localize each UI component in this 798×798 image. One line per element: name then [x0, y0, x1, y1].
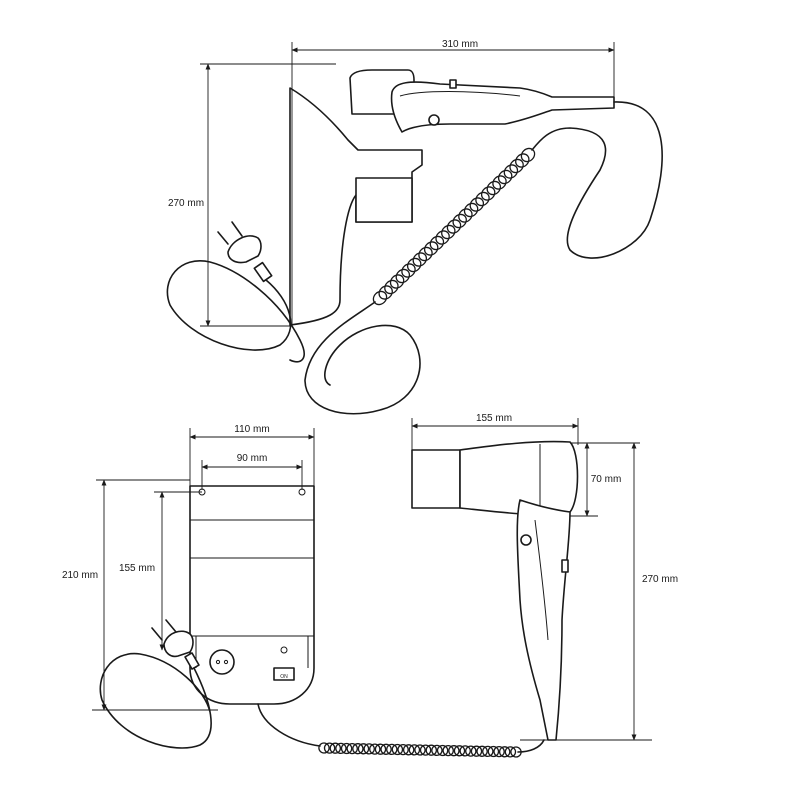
- coil-loop: [515, 153, 530, 168]
- coil-loop: [448, 745, 460, 757]
- coil-loop: [503, 164, 519, 179]
- dim-label-270-right: 270 mm: [642, 574, 678, 585]
- coil-loop: [397, 743, 409, 756]
- dim-label-270-top: 270 mm: [168, 198, 204, 209]
- side-view-assembly: 310 mm 270 mm: [166, 39, 663, 415]
- coiled-cable-bottom: [318, 742, 522, 758]
- coil-loop: [429, 235, 445, 251]
- coil-loop: [482, 745, 494, 758]
- coil-loop: [436, 744, 449, 757]
- coil-loop: [458, 208, 473, 223]
- coil-loop: [435, 230, 450, 245]
- coil-loop: [442, 744, 454, 757]
- dim-label-155-right: 155 mm: [476, 413, 512, 424]
- plug-bottom: [151, 619, 200, 670]
- coil-loop: [497, 169, 513, 185]
- coil-loop: [446, 219, 462, 234]
- coil-loop: [475, 191, 490, 207]
- plug-top: [217, 221, 273, 283]
- coil-loop: [352, 743, 364, 755]
- coil-loop: [329, 742, 342, 754]
- dryer-button: [428, 114, 440, 126]
- coil-loop: [369, 743, 381, 755]
- coil-loop: [408, 744, 421, 756]
- dim-label-210: 210 mm: [62, 570, 98, 581]
- coil-loop: [423, 241, 439, 256]
- coil-loop: [452, 213, 467, 229]
- coil-loop: [418, 246, 433, 262]
- dryer-nozzle-side: [411, 449, 461, 509]
- coil-loop: [459, 745, 471, 757]
- cable-bottom-end: [517, 739, 545, 753]
- dryer-head: [459, 440, 579, 516]
- cable-top-left: [166, 260, 305, 363]
- dryer-side-button: [520, 534, 532, 546]
- coil-loop: [402, 744, 415, 756]
- coil-loop: [463, 202, 479, 218]
- coil-loop: [470, 745, 483, 757]
- indicator-light: [280, 646, 288, 654]
- coil-loop: [419, 744, 432, 756]
- coil-loop: [414, 744, 426, 756]
- coil-loop: [346, 742, 358, 755]
- coil-loop: [476, 745, 488, 757]
- coil-loop: [465, 745, 477, 757]
- coil-loop: [486, 180, 502, 196]
- coil-loop: [406, 257, 422, 273]
- dim-label-310: 310 mm: [442, 39, 478, 50]
- coil-loop: [401, 263, 416, 278]
- dryer-slider: [449, 79, 457, 89]
- coil-loop: [453, 745, 466, 757]
- coil-loop: [363, 743, 375, 755]
- coil-loop: [380, 743, 392, 755]
- coil-loop: [389, 274, 405, 289]
- coil-loop: [493, 745, 505, 758]
- cable-bottom-left: [99, 652, 212, 749]
- coil-loop: [487, 745, 500, 758]
- front-view-base: ON 110 mm 90 mm 210 mm 155 mm: [62, 424, 315, 749]
- coil-loop: [318, 742, 330, 754]
- coil-loop: [498, 746, 511, 758]
- coil-loop: [335, 742, 347, 755]
- bracket-slot: [355, 177, 413, 223]
- base-plate: [189, 485, 315, 705]
- coil-loop: [374, 743, 387, 755]
- coil-loop: [492, 175, 507, 190]
- coil-loop: [480, 186, 496, 201]
- coil-loop: [509, 158, 524, 174]
- dryer-grip-shadow: [399, 91, 521, 97]
- coil-loop: [425, 744, 438, 756]
- coil-loop: [504, 746, 517, 758]
- coil-loop: [323, 742, 336, 754]
- dim-label-110: 110 mm: [234, 424, 269, 435]
- coil-loop: [441, 224, 456, 240]
- coil-loop: [412, 252, 428, 267]
- dryer-side-view: 155 mm 70 mm 270 mm: [411, 413, 678, 741]
- coil-loop: [395, 268, 411, 284]
- dim-label-155-left: 155 mm: [119, 563, 155, 574]
- dim-label-70: 70 mm: [591, 474, 622, 485]
- coil-loop: [386, 743, 398, 756]
- coil-loop: [520, 147, 536, 163]
- cable-bottom-run: [257, 703, 321, 747]
- coil-loop: [340, 742, 353, 755]
- dim-label-90: 90 mm: [237, 453, 268, 464]
- cable-top-lower-loop: [304, 301, 421, 415]
- dryer-side-slider: [561, 559, 569, 573]
- dryer-handle: [516, 499, 571, 741]
- cable-top-right: [531, 101, 663, 259]
- on-switch-label: ON: [280, 674, 288, 680]
- coil-loop: [378, 285, 393, 300]
- on-switch: [273, 667, 295, 681]
- coil-loop: [431, 744, 443, 757]
- coil-loop: [357, 743, 370, 755]
- socket: [209, 649, 235, 675]
- coil-loop: [469, 197, 485, 212]
- coil-loop: [384, 279, 399, 295]
- coil-loop: [391, 743, 404, 756]
- dryer-handle-top: [390, 81, 615, 133]
- coiled-cable-top: [372, 147, 536, 306]
